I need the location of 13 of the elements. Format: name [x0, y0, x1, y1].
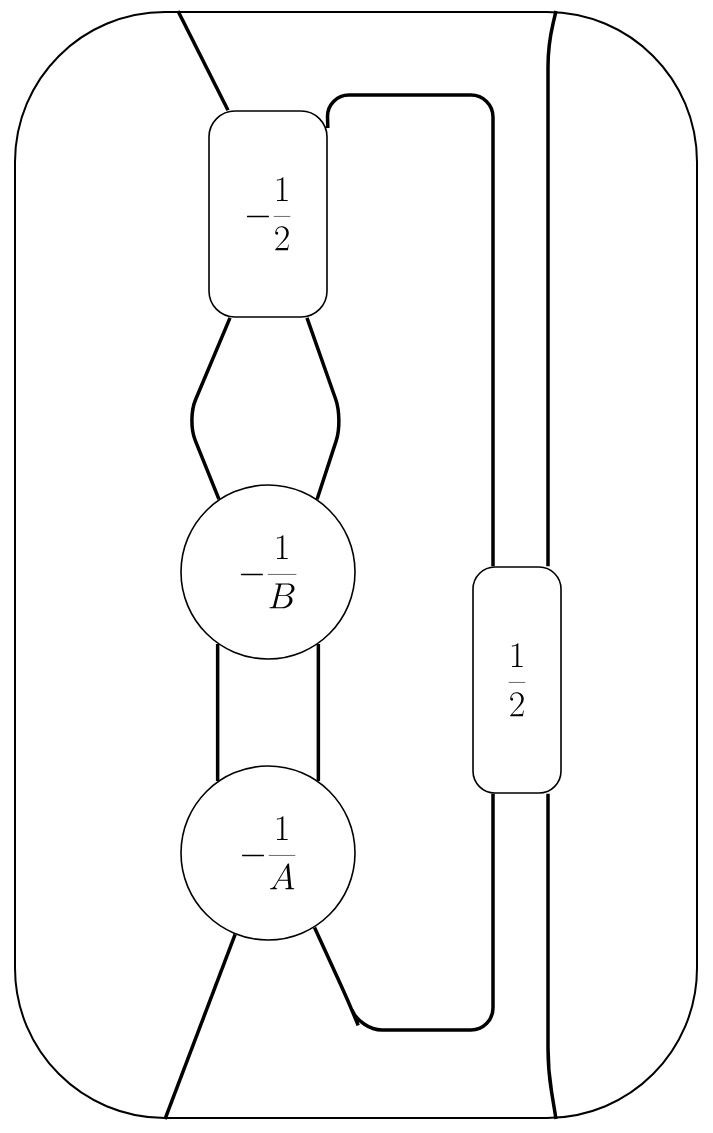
strand: [546, 793, 558, 1120]
strand: [215, 643, 220, 782]
strand: [312, 793, 495, 1032]
strand: [325, 93, 495, 567]
strand: [305, 317, 341, 500]
strand: [176, 10, 230, 111]
strand: [316, 643, 321, 782]
strand: [546, 10, 558, 567]
tangle-box: $\frac{1}{2}$: [472, 566, 562, 794]
strand: [190, 317, 232, 500]
strand: [163, 933, 237, 1120]
tangle-box: $-\frac{1}{2}$: [208, 110, 328, 318]
strand-loop: [14, 11, 698, 1119]
